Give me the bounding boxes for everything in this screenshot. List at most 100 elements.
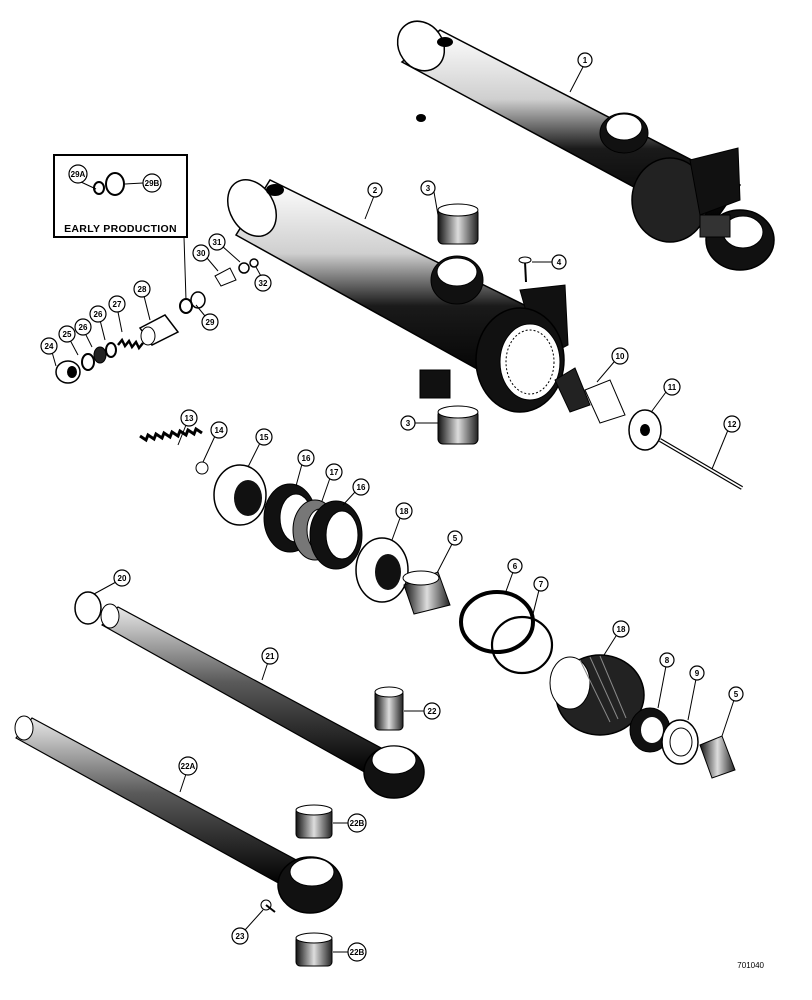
svg-text:32: 32 [259, 279, 268, 288]
svg-text:22B: 22B [350, 819, 365, 828]
washer-8 [629, 707, 671, 753]
callout-26: 26 [74, 318, 93, 348]
cylinder-barrel-2 [227, 179, 569, 413]
callout-2: 2 [364, 182, 383, 220]
callout-22a: 22A [178, 756, 198, 793]
callout-18-a: 18 [391, 502, 413, 541]
o-ring-6 [459, 590, 535, 654]
ring-32 [249, 258, 259, 268]
svg-text:5: 5 [453, 534, 458, 543]
backup-ring-7 [490, 615, 554, 675]
callout-29a: 29A [68, 164, 97, 190]
plunger-30 [214, 267, 237, 287]
svg-text:18: 18 [400, 507, 409, 516]
seal-29 [179, 291, 206, 314]
ring-31 [238, 262, 250, 274]
piston-head-18 [355, 537, 409, 603]
callout-25: 25 [58, 325, 79, 356]
svg-text:28: 28 [138, 285, 147, 294]
seal-16-b [309, 500, 363, 570]
callout-13: 13 [177, 409, 198, 446]
callout-5-a: 5 [436, 530, 463, 574]
pin-12 [658, 438, 744, 490]
svg-text:22B: 22B [350, 948, 365, 957]
grease-fitting-23 [260, 899, 276, 913]
callout-27: 27 [108, 295, 126, 333]
callout-4: 4 [532, 254, 567, 270]
callout-28: 28 [133, 280, 151, 321]
svg-text:22: 22 [428, 707, 437, 716]
callout-6: 6 [504, 558, 523, 595]
bushing-22b-upper [295, 804, 333, 839]
callout-5-b: 5 [721, 686, 744, 737]
bushing-22 [374, 686, 404, 731]
callout-10: 10 [596, 347, 629, 383]
svg-text:26: 26 [79, 323, 88, 332]
washer-25 [81, 353, 95, 371]
svg-text:6: 6 [513, 562, 518, 571]
cylinder-barrel-1 [396, 20, 775, 271]
svg-text:30: 30 [197, 249, 206, 258]
svg-text:11: 11 [668, 383, 677, 392]
bushing-5-b [699, 735, 736, 779]
callout-20: 20 [93, 569, 131, 595]
callout-11: 11 [651, 378, 681, 412]
washer-26 [93, 346, 107, 364]
piston-rod-21 [100, 603, 425, 799]
callout-30: 30 [192, 244, 219, 272]
svg-text:2: 2 [373, 186, 378, 195]
callout-23: 23 [231, 909, 264, 945]
washer-11 [628, 409, 662, 451]
inset-title: EARLY PRODUCTION [64, 223, 177, 235]
callout-14: 14 [202, 421, 228, 463]
callout-16-b: 16 [342, 478, 370, 506]
svg-text:5: 5 [734, 690, 739, 699]
callout-22b-upper: 22B [333, 813, 367, 833]
svg-text:21: 21 [266, 652, 275, 661]
svg-text:3: 3 [426, 184, 431, 193]
bushing-3-upper [437, 203, 479, 245]
svg-text:26: 26 [94, 310, 103, 319]
spring-13 [139, 426, 203, 443]
callout-22: 22 [404, 702, 441, 720]
callout-26-b: 26 [89, 305, 107, 341]
svg-text:31: 31 [213, 238, 222, 247]
svg-text:22A: 22A [181, 762, 196, 771]
callout-29: 29 [195, 304, 219, 331]
svg-text:18: 18 [617, 625, 626, 634]
callout-24: 24 [40, 337, 58, 367]
svg-text:29: 29 [206, 318, 215, 327]
ball-14 [195, 461, 209, 475]
callout-15: 15 [247, 428, 273, 468]
cap-nut-24 [55, 360, 81, 384]
callout-29b: 29B [124, 173, 162, 193]
svg-text:25: 25 [63, 330, 72, 339]
callout-16-a: 16 [295, 449, 315, 487]
threaded-plug-10 [554, 367, 626, 424]
svg-text:1: 1 [583, 56, 588, 65]
spring-27 [117, 337, 144, 351]
svg-text:29A: 29A [71, 170, 86, 179]
svg-text:3: 3 [406, 419, 411, 428]
callout-21: 21 [261, 647, 279, 681]
svg-text:20: 20 [118, 574, 127, 583]
svg-text:24: 24 [45, 342, 54, 351]
svg-text:4: 4 [557, 258, 562, 267]
svg-text:29B: 29B [145, 179, 160, 188]
callout-32: 32 [254, 266, 272, 292]
callout-3-upper: 3 [420, 180, 439, 216]
callout-9: 9 [687, 665, 705, 721]
callout-8: 8 [657, 652, 675, 709]
svg-text:15: 15 [260, 433, 269, 442]
svg-text:10: 10 [616, 352, 625, 361]
gland-19 [549, 654, 645, 736]
svg-text:14: 14 [215, 426, 224, 435]
bushing-3-lower [437, 405, 479, 445]
callout-31: 31 [208, 233, 241, 263]
svg-text:17: 17 [330, 468, 339, 477]
callout-3-lower: 3 [400, 415, 438, 431]
washer-26b [105, 342, 117, 358]
svg-text:12: 12 [728, 420, 737, 429]
piston-15 [213, 464, 267, 526]
